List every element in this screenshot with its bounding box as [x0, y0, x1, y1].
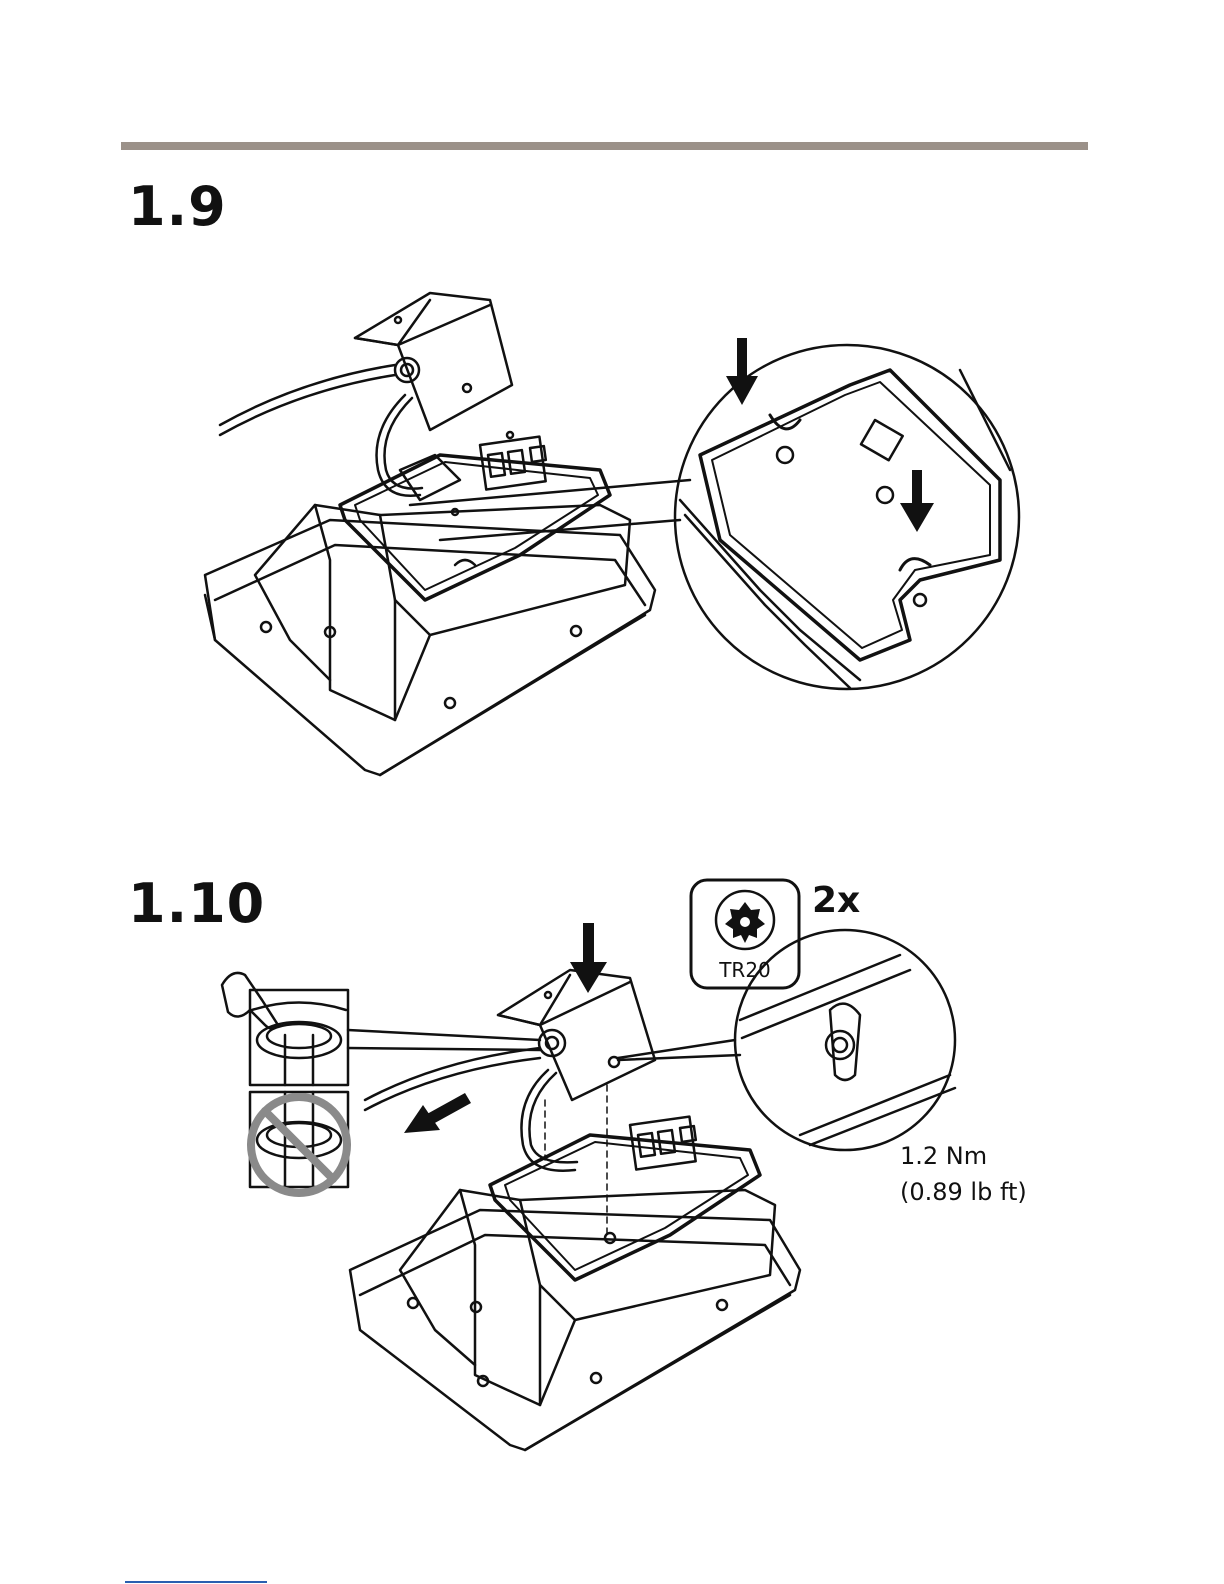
prohibited-icon [251, 1097, 347, 1193]
tool-name: TR20 [691, 958, 799, 982]
arrow-down-icon [570, 923, 607, 993]
torque-imperial: (0.89 lb ft) [900, 1178, 1027, 1206]
arrow-pull-icon [404, 1093, 471, 1133]
torque-metric: 1.2 Nm [900, 1142, 987, 1170]
gland-detail-inset [222, 973, 348, 1187]
footer-link-underline[interactable] [125, 1581, 267, 1583]
cable-cover-1-10 [498, 970, 655, 1100]
tool-quantity: 2x [812, 880, 860, 921]
camera-housing-1-10 [350, 1117, 800, 1450]
